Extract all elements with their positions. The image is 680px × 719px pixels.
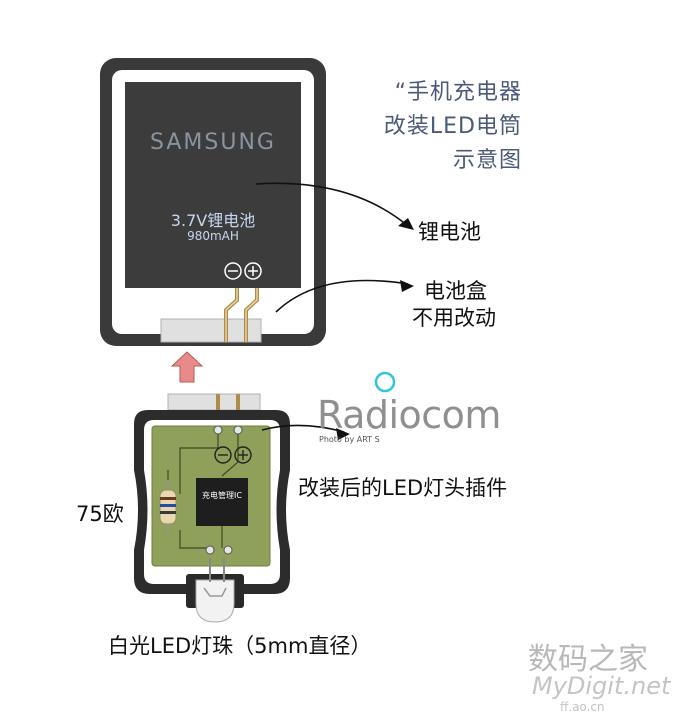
site-logo-en: MyDigit.net bbox=[532, 672, 671, 700]
watermark-ring-icon bbox=[374, 371, 396, 393]
battery-brand: SAMSUNG bbox=[150, 130, 276, 155]
pcb-minus-icon bbox=[214, 446, 232, 464]
battery-voltage-label: 3.7V锂电池 bbox=[170, 211, 256, 230]
battery-connector bbox=[160, 318, 262, 343]
callout-battery: 锂电池 bbox=[418, 220, 481, 244]
callout-arrow-battery bbox=[255, 182, 409, 227]
diagram-title: “手机充电器 改装LED电筒 示意图 bbox=[362, 76, 522, 178]
callout-led: 白光LED灯珠（5mm直径） bbox=[108, 634, 372, 658]
callout-plugin: 改装后的LED灯头插件 bbox=[298, 476, 508, 500]
watermark-credit: Photo by ART S bbox=[319, 435, 380, 444]
callout-arrow-plugin bbox=[261, 424, 345, 433]
battery bbox=[125, 82, 301, 288]
callout-battery-box-line2: 不用改动 bbox=[412, 306, 496, 330]
site-logo-small: ff.ao.cn bbox=[560, 700, 605, 714]
callout-resistor: 75欧 bbox=[76, 502, 124, 526]
title-line-3: 示意图 bbox=[452, 148, 522, 173]
battery-plus-icon bbox=[244, 262, 262, 280]
callout-arrow-battery-box bbox=[275, 279, 409, 313]
watermark-name: Radiocom bbox=[317, 393, 501, 437]
pcb-plus-icon bbox=[234, 446, 252, 464]
battery-minus-icon bbox=[224, 262, 242, 280]
battery-capacity: 980mAH bbox=[187, 229, 239, 243]
title-line-2: 改装LED电筒 bbox=[383, 114, 522, 139]
led-bulb bbox=[195, 579, 235, 623]
charge-ic-chip bbox=[196, 478, 248, 526]
insert-arrow-icon bbox=[170, 351, 204, 383]
plugin-connector bbox=[167, 393, 261, 411]
site-logo-cn: 数码之家 bbox=[528, 642, 648, 677]
title-line-1: “手机充电器 bbox=[394, 80, 522, 105]
ic-label: 充电管理IC bbox=[202, 491, 242, 500]
callout-battery-box-line1: 电池盒 bbox=[424, 279, 487, 303]
